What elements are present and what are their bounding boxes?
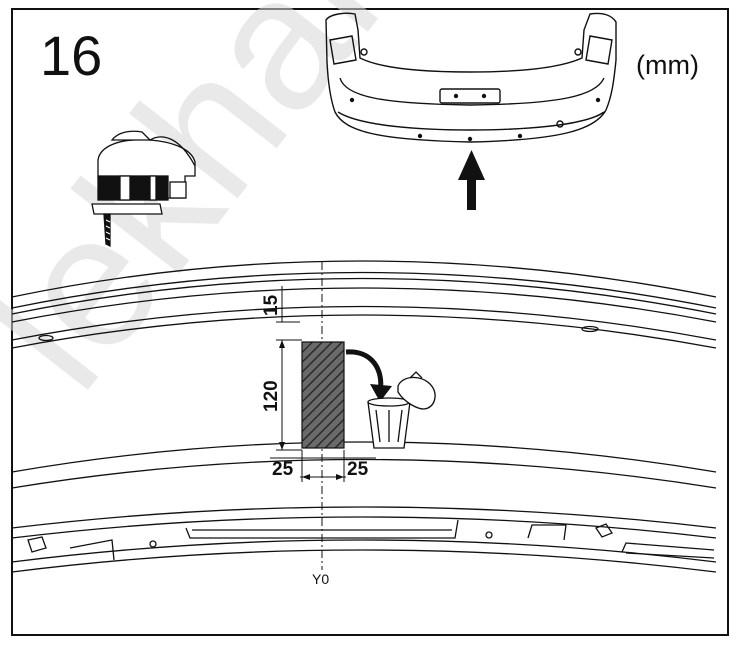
trash-bin-icon	[367, 371, 436, 449]
cut-out-area	[301, 341, 345, 449]
diagram-frame	[11, 8, 729, 636]
centerline-label: Y0	[312, 571, 329, 587]
discard-arrow-icon	[345, 349, 392, 402]
dimension-top-offset: 15	[261, 294, 282, 316]
dimension-left-width: 25	[272, 459, 294, 480]
dimension-right-width: 25	[347, 459, 369, 480]
jigsaw-icon	[91, 130, 196, 248]
bumper-overview	[325, 12, 617, 143]
dimension-lines	[270, 286, 376, 482]
up-arrow-icon	[458, 150, 485, 210]
bumper-section	[11, 260, 717, 573]
dimension-cut-height: 120	[261, 380, 282, 412]
step-number: 16	[40, 24, 103, 87]
unit-label: (mm)	[636, 50, 699, 80]
